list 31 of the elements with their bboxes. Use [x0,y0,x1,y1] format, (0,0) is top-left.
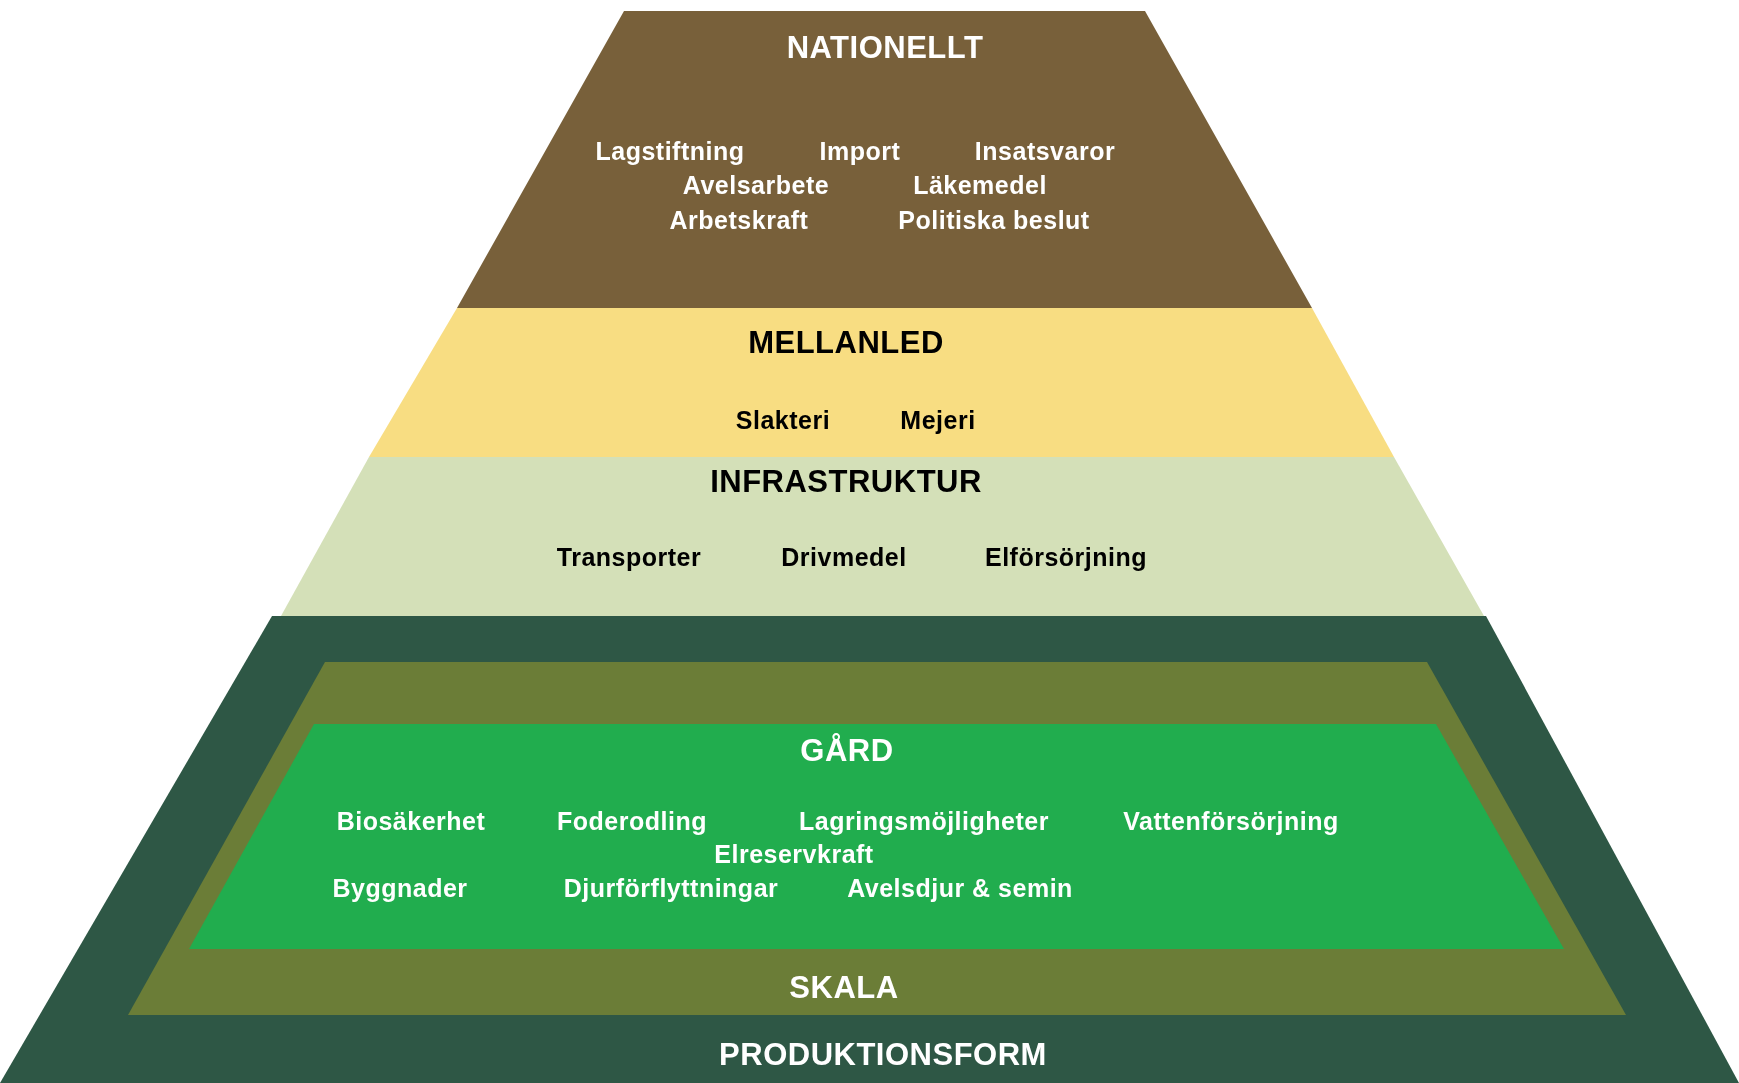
tier-item: Lagstiftning [595,136,745,166]
tier-item: Import [819,136,901,166]
tier-item: Politiska beslut [898,205,1090,235]
pyramid-tier [0,616,1739,1083]
tier-item: Slakteri [735,405,831,435]
tier-item: Insatsvaror [974,136,1116,166]
tier-item: Avelsarbete [682,170,830,200]
tier-item: Arbetskraft [669,205,809,235]
tier-item: Lagringsmöjligheter [799,806,1049,836]
tier-heading: NATIONELLT [786,30,984,66]
tier-item: Vattenförsörjning [1123,806,1339,836]
tier-item: Foderodling [557,806,707,836]
tier-item: Byggnader [332,873,468,903]
pyramid-tier [128,662,1626,1015]
tier-item: Elreservkraft [714,839,874,869]
tier-heading: MELLANLED [748,325,944,361]
tier-heading: GÅRD [800,733,894,769]
tier-item: Drivmedel [781,542,907,572]
tier-item: Mejeri [900,405,976,435]
tier-item: Elförsörjning [984,542,1148,572]
tier-item: Transporter [556,542,702,572]
tier-heading: SKALA [789,970,899,1006]
pyramid-tier [369,308,1394,457]
tier-item: Avelsdjur & semin [847,873,1073,903]
tier-heading: INFRASTRUKTUR [710,464,982,500]
tier-item: Biosäkerhet [336,806,486,836]
tier-heading: PRODUKTIONSFORM [719,1037,1047,1073]
pyramid-tier [189,724,1564,949]
tier-item: Djurförflyttningar [563,873,779,903]
tier-item: Läkemedel [913,170,1047,200]
pyramid-tier [457,11,1312,308]
